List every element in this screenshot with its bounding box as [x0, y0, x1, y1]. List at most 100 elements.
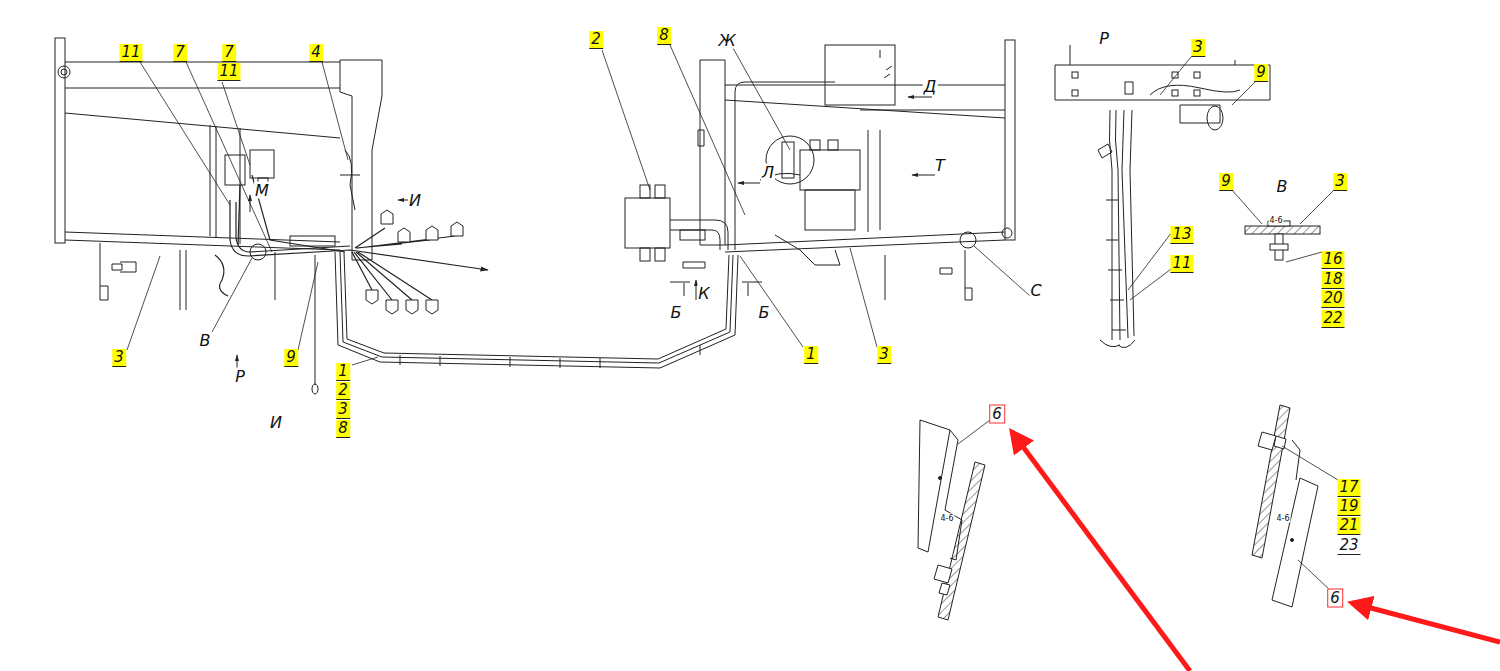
- connector-symbols-part: [366, 290, 378, 304]
- leader-lines-part: [974, 246, 1030, 296]
- view-r-part: [1072, 72, 1078, 78]
- connector-symbols-part: [386, 300, 398, 314]
- leader-lines-part: [740, 256, 803, 347]
- connector-symbols-part: [381, 210, 393, 224]
- leader-lines-part: [322, 62, 348, 160]
- bracket-view-right-part: [1292, 440, 1300, 480]
- left-frame-part: [65, 62, 340, 250]
- hose-lines-part: [238, 185, 240, 245]
- left-frame-part: [100, 243, 275, 310]
- bracket-view-left-part: [918, 420, 950, 552]
- middle-frame-part: [1002, 228, 1012, 238]
- leader-lines-part: [733, 48, 790, 150]
- middle-frame-part: [683, 262, 705, 268]
- middle-frame-part: [640, 185, 650, 198]
- view-letter: И: [408, 192, 422, 209]
- callout-number: 8: [657, 27, 671, 45]
- callout-number: 13: [1170, 226, 1193, 244]
- view-r-part: [1100, 340, 1135, 348]
- middle-frame-part: [680, 230, 705, 240]
- bracket-view-left: [918, 420, 985, 620]
- middle-frame-part: [640, 248, 650, 261]
- middle-frame-part: [700, 60, 725, 245]
- middle-frame-part: [800, 150, 860, 190]
- section-b-part: [1270, 244, 1288, 250]
- bracket-view-right: [1252, 405, 1318, 607]
- view-letter: Д: [923, 78, 938, 95]
- view-letter: В: [199, 332, 212, 349]
- leader-lines-part: [1160, 57, 1191, 95]
- view-r-part: [1106, 200, 1126, 330]
- view-r-part: [1194, 90, 1200, 96]
- leader-lines-part: [298, 262, 318, 350]
- leader-lines-part: [212, 258, 252, 332]
- connector-symbols-part: [398, 228, 410, 242]
- pipe-run-part: [312, 384, 318, 394]
- bracket-view-right-part: [1252, 405, 1290, 558]
- view-arrows-part: [670, 282, 690, 296]
- callout-number: 22: [1321, 310, 1344, 328]
- callout-number: 2: [336, 382, 350, 400]
- middle-frame-part: [805, 190, 855, 230]
- leader-lines-part: [127, 256, 160, 350]
- callout-number: 9: [284, 349, 298, 367]
- pipe-run-part: [344, 252, 729, 359]
- middle-frame-part: [868, 130, 880, 232]
- weld-mark: 4-6: [939, 514, 954, 523]
- view-r-part: [1172, 90, 1178, 96]
- middle-frame-part: [698, 130, 704, 146]
- view-letter: М: [254, 182, 270, 199]
- view-r-part: [1072, 90, 1078, 96]
- pipe-run-part: [335, 252, 738, 368]
- middle-frame-part: [670, 220, 728, 250]
- callout-number: 19: [1337, 498, 1360, 516]
- middle-frame-part: [625, 198, 670, 248]
- middle-frame-part: [655, 185, 665, 198]
- red-pointer-arrows-part: [1352, 603, 1500, 642]
- callout-number: 11: [119, 44, 142, 62]
- callout-number: 18: [1321, 271, 1344, 289]
- callout-number: 17: [1337, 479, 1360, 497]
- view-r-part: [1055, 45, 1270, 100]
- view-letter: Б: [670, 304, 683, 321]
- view-letter: И: [269, 414, 283, 431]
- connector-symbols-part: [451, 222, 463, 236]
- middle-frame: [625, 40, 1015, 300]
- middle-frame-part: [880, 50, 892, 78]
- callout-number: 23: [1337, 537, 1360, 555]
- view-letter: Б: [758, 304, 771, 321]
- leader-lines-part: [1130, 266, 1175, 300]
- view-r-part: [1207, 106, 1223, 130]
- callout-number: 6: [1327, 589, 1343, 608]
- callout-number: 9: [1254, 64, 1268, 82]
- leader-lines-part: [602, 50, 650, 190]
- red-pointer-arrows-part: [1012, 432, 1190, 671]
- bracket-view-left-part: [934, 565, 952, 583]
- weld-mark: 4-6: [1268, 216, 1283, 225]
- callout-number: 1: [804, 346, 818, 364]
- left-frame-part: [61, 69, 67, 75]
- callout-number: 3: [877, 346, 891, 364]
- connector-symbols: [112, 210, 463, 314]
- connector-symbols-part: [406, 300, 418, 314]
- callout-number: 3: [112, 349, 126, 367]
- view-arrows-part: [908, 97, 932, 98]
- hose-lines-part: [252, 175, 345, 252]
- callout-number: 11: [217, 63, 240, 81]
- middle-frame-part: [825, 45, 895, 105]
- view-arrows-part: [738, 183, 760, 184]
- left-frame-part: [58, 66, 70, 78]
- view-arrows-part: [250, 244, 266, 260]
- middle-frame-part: [940, 268, 952, 274]
- callout-number: 1: [336, 363, 350, 381]
- middle-frame-part: [760, 173, 840, 265]
- hose-lines: [215, 175, 488, 300]
- view-r-part: [1098, 144, 1112, 158]
- view-letter: С: [1029, 282, 1042, 299]
- leader-lines-part: [1232, 82, 1255, 105]
- middle-frame-part: [810, 140, 820, 150]
- left-frame: [55, 38, 382, 310]
- bracket-view-left-part: [939, 477, 942, 480]
- weld-mark: 4-6: [1275, 514, 1290, 523]
